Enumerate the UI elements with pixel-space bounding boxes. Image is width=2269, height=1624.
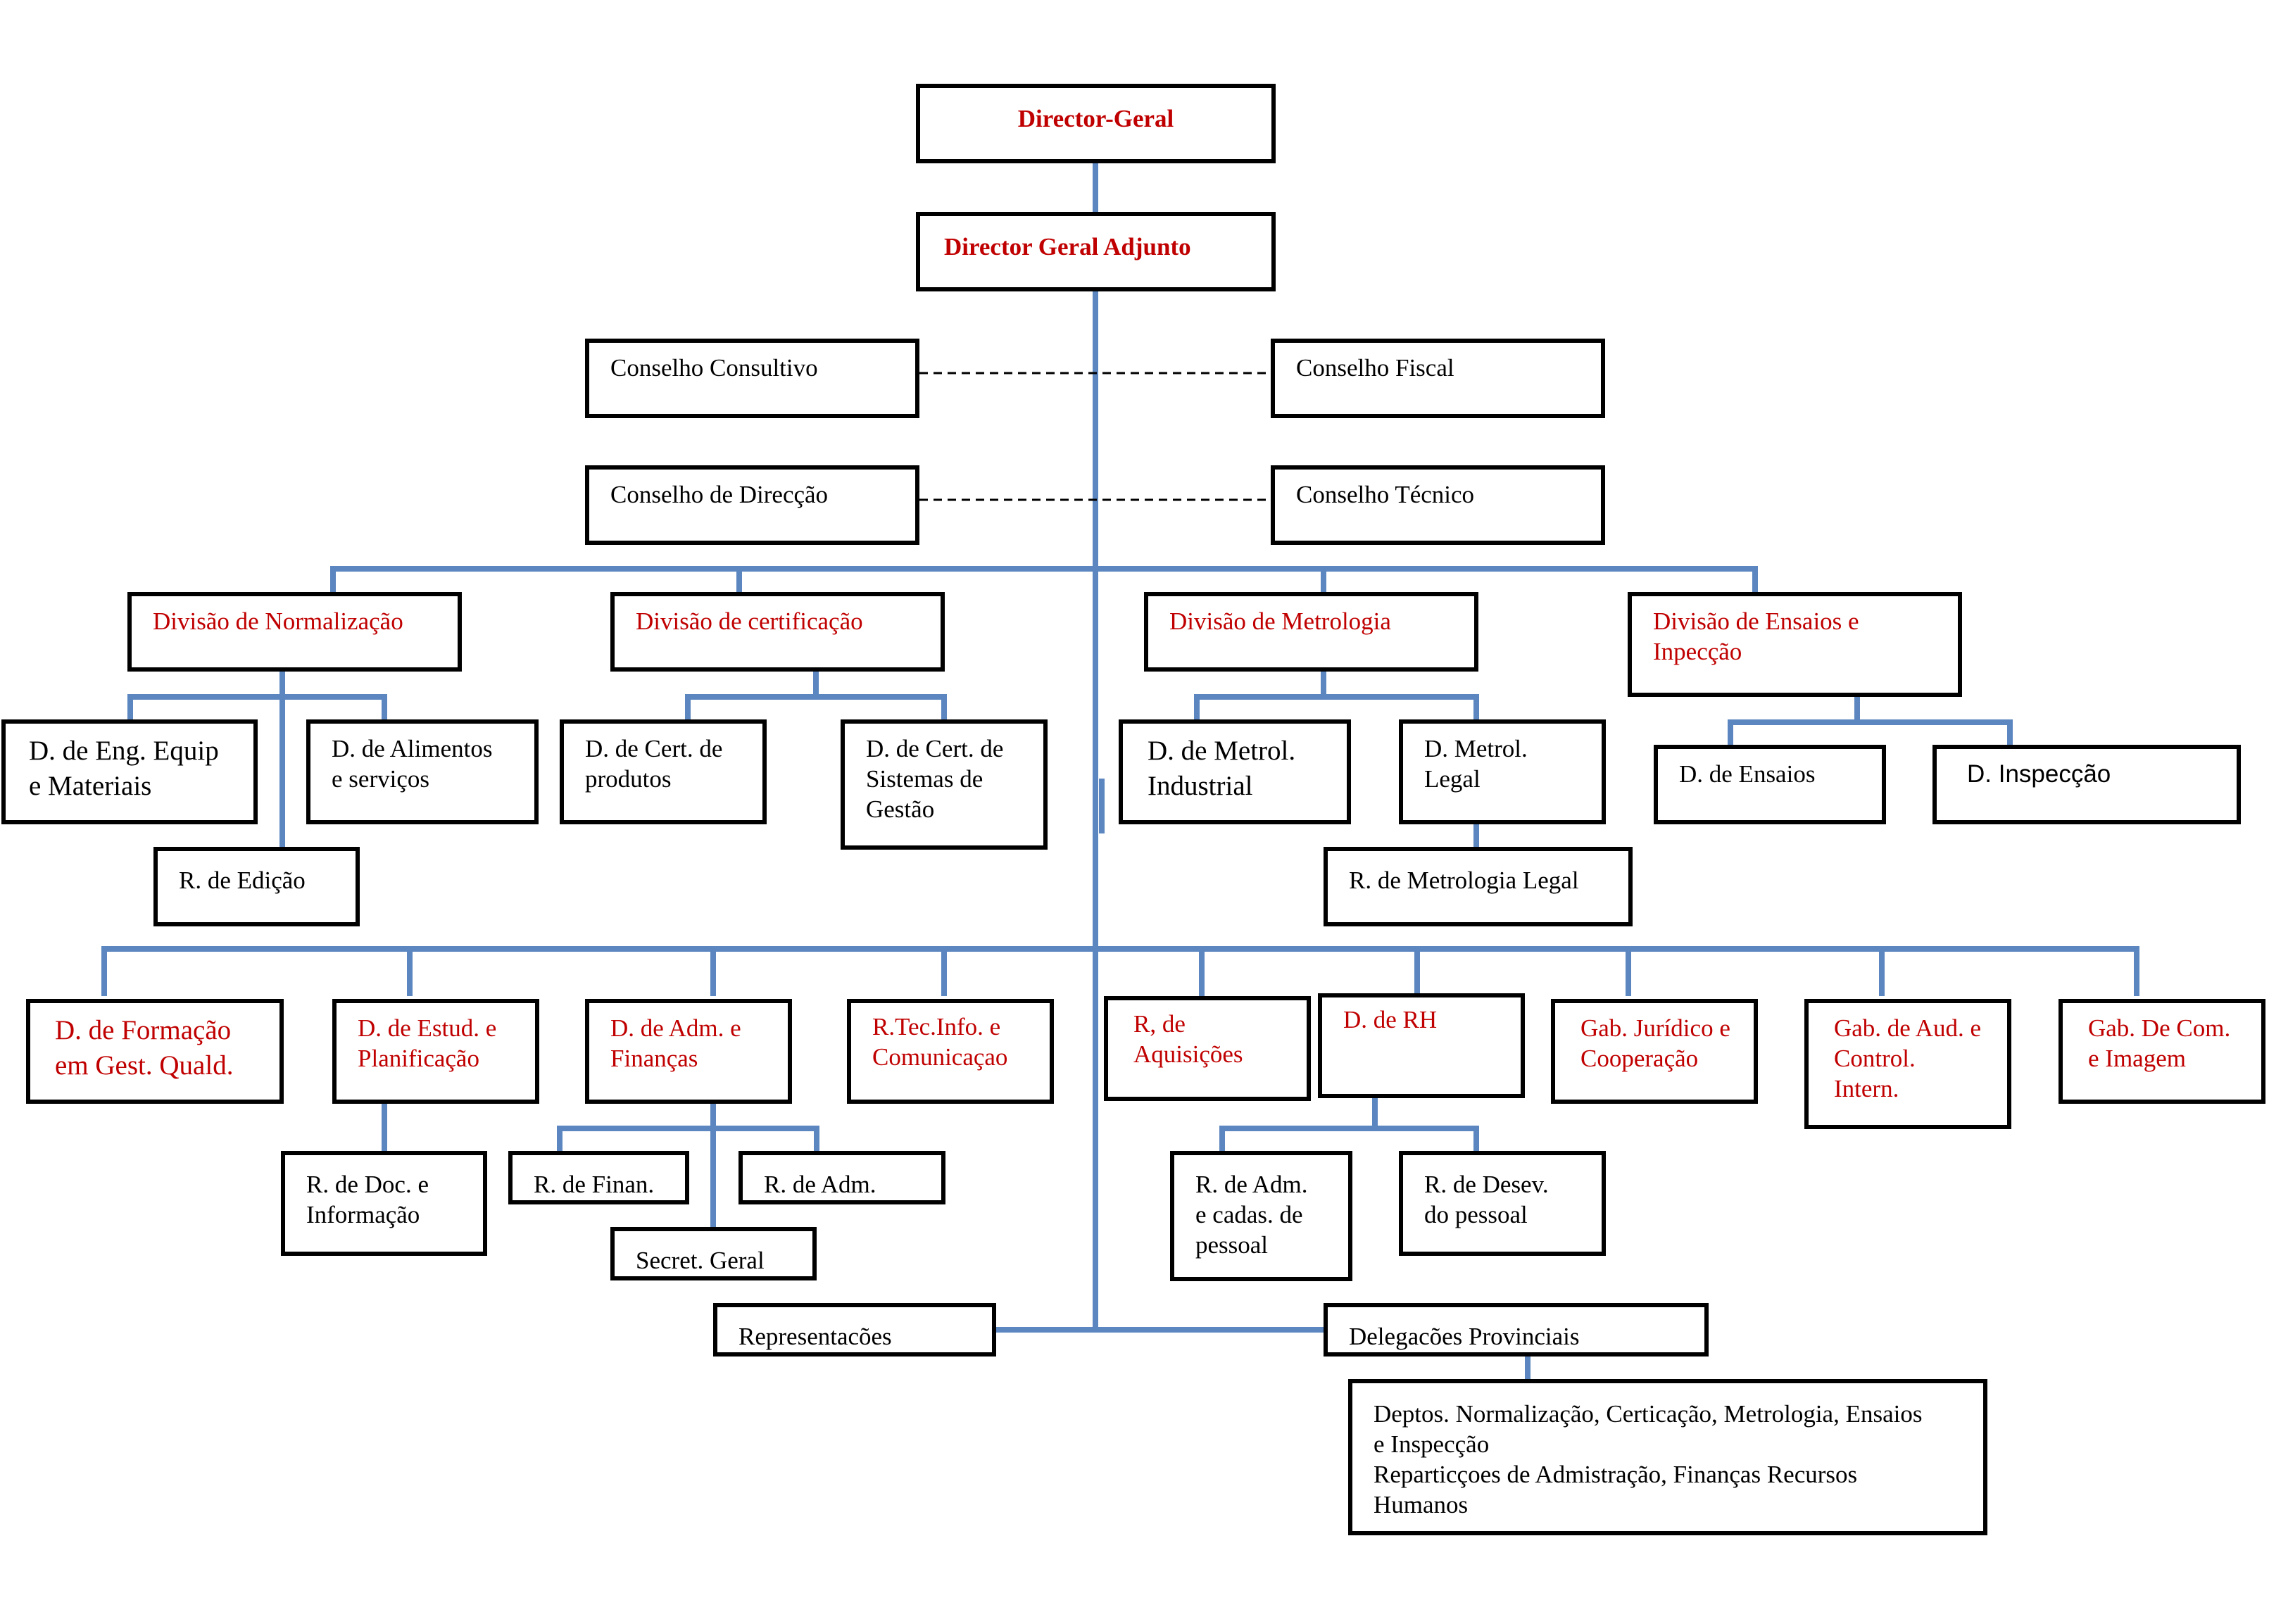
secret-geral-box: Secret. Geral <box>610 1227 817 1280</box>
director-adjunto-box: Director Geral Adjunto <box>916 212 1276 291</box>
r-desev-box: R. de Desev. do pessoal <box>1399 1151 1606 1256</box>
d-rh-box: D. de RH <box>1318 993 1525 1098</box>
conselho-tecnico-box: Conselho Técnico <box>1271 465 1605 545</box>
r-finan-box: R. de Finan. <box>508 1151 689 1204</box>
d-inspeccao-box: D. Inspecção <box>1932 745 2241 824</box>
r-adm-cadas-box: R. de Adm. e cadas. de pessoal <box>1170 1151 1352 1281</box>
d-formacao-box: D. de Formação em Gest. Quald. <box>26 999 284 1104</box>
divisao-ensaios-box: Divisão de Ensaios e Inpecção <box>1628 592 1962 697</box>
r-aquisicoes-box: R, de Aquisições <box>1104 996 1311 1101</box>
d-metrol-industrial-box: D. de Metrol. Industrial <box>1119 719 1351 824</box>
conselho-consultivo-box: Conselho Consultivo <box>585 339 919 418</box>
d-cert-produtos-box: D. de Cert. de produtos <box>560 719 767 824</box>
gab-com-box: Gab. De Com. e Imagem <box>2059 999 2265 1104</box>
gab-juridico-box: Gab. Jurídico e Cooperação <box>1551 999 1758 1104</box>
conselho-direccao-box: Conselho de Direcção <box>585 465 919 545</box>
representacoes-box: Representacões <box>713 1303 996 1357</box>
divisao-metrologia-box: Divisão de Metrologia <box>1144 592 1478 672</box>
conselho-fiscal-box: Conselho Fiscal <box>1271 339 1605 418</box>
divisao-certificacao-box: Divisão de certificação <box>610 592 945 672</box>
r-edicao-box: R. de Edição <box>153 847 360 926</box>
r-metrologia-legal-box: R. de Metrologia Legal <box>1324 847 1633 926</box>
d-eng-equip-box: D. de Eng. Equip e Materiais <box>1 719 258 824</box>
d-adm-financas-box: D. de Adm. e Finanças <box>585 999 792 1104</box>
director-geral-box: Director-Geral <box>916 84 1276 163</box>
deptos-box: Deptos. Normalização, Certicação, Metrol… <box>1348 1379 1987 1535</box>
d-cert-sistemas-box: D. de Cert. de Sistemas de Gestão <box>841 719 1048 850</box>
d-alimentos-box: D. de Alimentos e serviços <box>306 719 539 824</box>
r-adm-box: R. de Adm. <box>738 1151 945 1204</box>
d-metrol-legal-box: D. Metrol. Legal <box>1399 719 1606 824</box>
r-doc-box: R. de Doc. e Informação <box>281 1151 487 1256</box>
d-ensaios-box: D. de Ensaios <box>1654 745 1886 824</box>
delegacoes-box: Delegacões Provinciais <box>1324 1303 1709 1357</box>
d-estud-box: D. de Estud. e Planificação <box>332 999 539 1104</box>
divisao-normalizacao-box: Divisão de Normalização <box>127 592 462 672</box>
gab-aud-box: Gab. de Aud. e Control. Intern. <box>1804 999 2011 1129</box>
r-tec-info-box: R.Tec.Info. e Comunicaçao <box>847 999 1054 1104</box>
